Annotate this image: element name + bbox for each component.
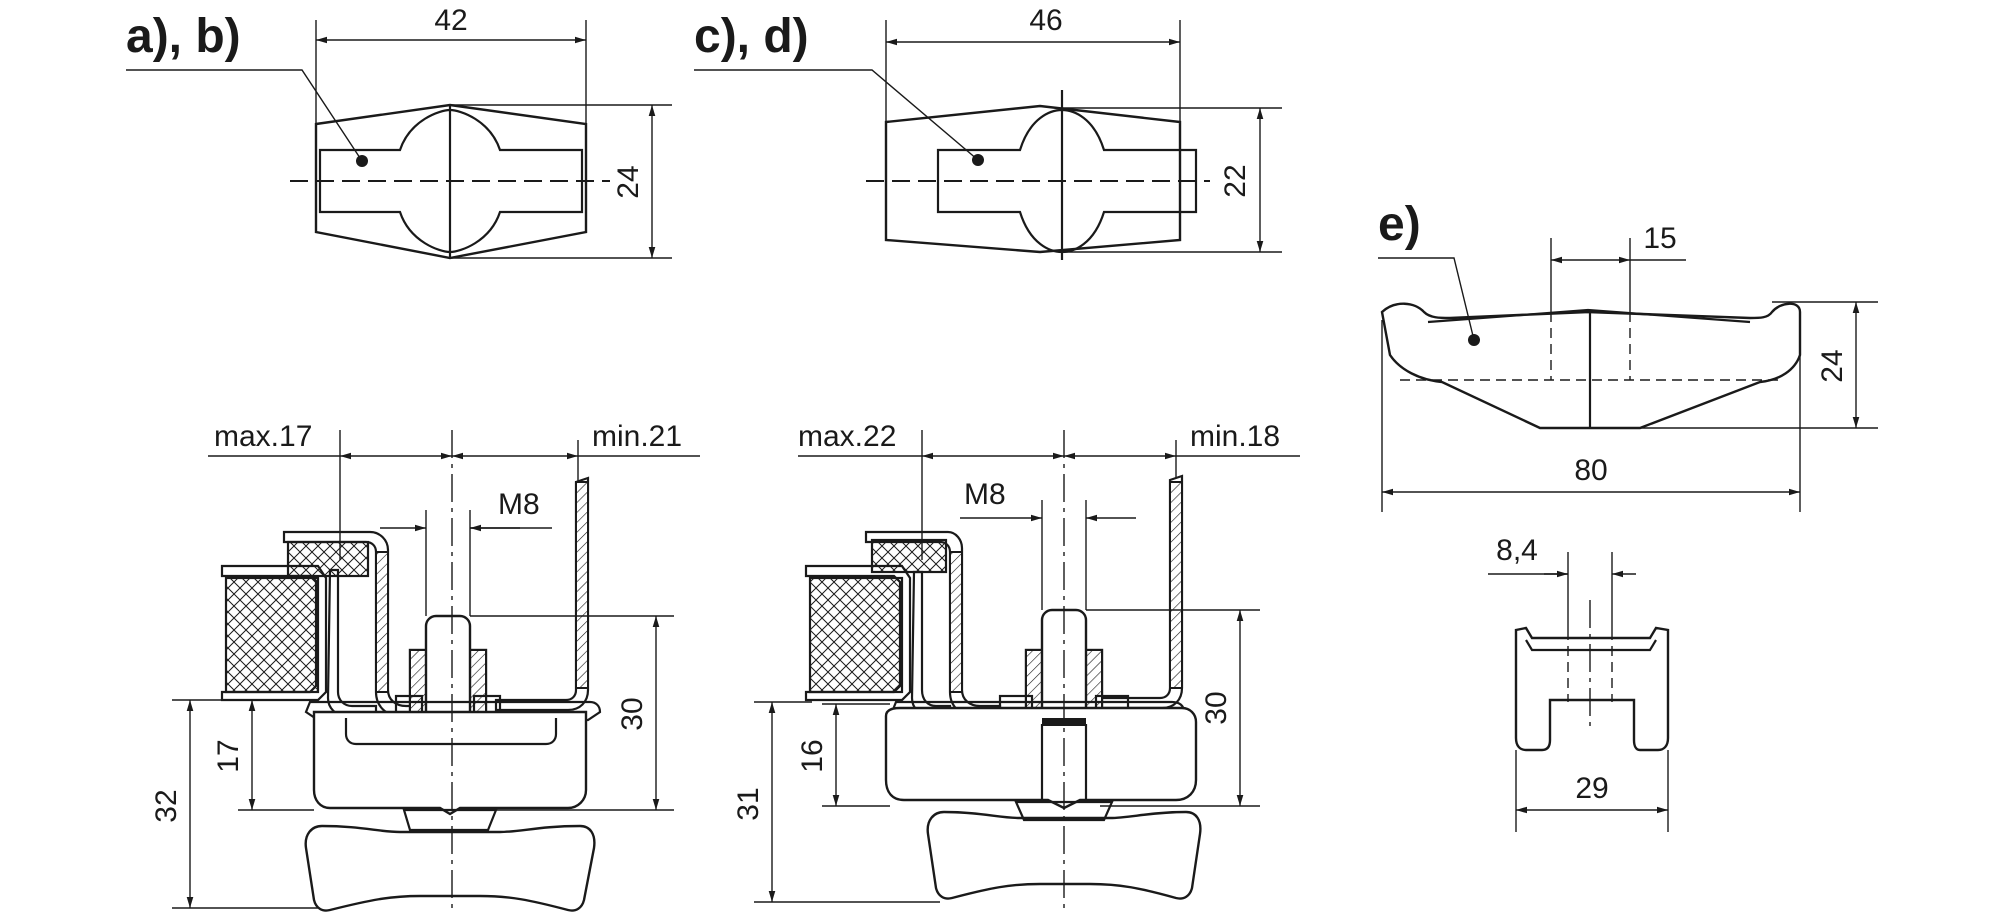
knob-core-cd	[936, 108, 1198, 254]
handle-left	[304, 824, 596, 912]
detail-e-end: 8,4 29	[1488, 534, 1670, 832]
section-middle: max.22 min.18 M8 30 16 31	[732, 420, 1300, 910]
section-left: max.17 min.21 M8 30 17 32	[150, 420, 700, 912]
dim-max-mid: max.22	[798, 420, 896, 453]
bolt-left	[424, 614, 472, 726]
dim-30-mid: 30	[1200, 691, 1233, 724]
dim-30-left: 30	[616, 697, 649, 730]
label-ab: a), b)	[126, 10, 241, 63]
label-e: e)	[1378, 198, 1421, 251]
dim-17-left: 17	[212, 739, 245, 772]
dim-31-mid: 31	[732, 787, 765, 820]
label-cd: c), d)	[694, 10, 809, 63]
view-ab: 42 24 a), b)	[126, 4, 672, 260]
insulation-top-mid	[870, 538, 948, 574]
insulation-top-left	[286, 540, 370, 578]
dim-min-mid: min.18	[1190, 420, 1280, 453]
dim-width-cd: 46	[1029, 4, 1062, 37]
dim-width-detail-e: 29	[1575, 772, 1608, 805]
knob-left	[312, 710, 588, 816]
handle-mid	[926, 810, 1202, 900]
dim-offset-e: 15	[1643, 222, 1676, 255]
view-cd: 46 22 c), d)	[694, 4, 1282, 260]
dim-max-left: max.17	[214, 420, 312, 453]
dim-height-cd: 22	[1219, 164, 1252, 197]
knob-body-cd	[884, 104, 1182, 254]
knob-core-ab	[318, 108, 584, 254]
dim-32-left: 32	[150, 789, 183, 822]
dim-width-ab: 42	[434, 4, 467, 37]
view-e: 15 24 80 e)	[1378, 198, 1878, 512]
insulation-block-left	[224, 576, 320, 694]
dim-slot-e: 8,4	[1496, 534, 1538, 567]
insulation-block-mid	[808, 576, 904, 694]
dim-16-mid: 16	[796, 739, 829, 772]
clamp-end-profile	[1514, 626, 1670, 752]
dim-thread-mid: M8	[964, 478, 1006, 511]
dim-height-ab: 24	[612, 165, 645, 198]
dim-min-left: min.21	[592, 420, 682, 453]
dim-height-e: 24	[1816, 349, 1849, 382]
dim-thread-left: M8	[498, 488, 540, 521]
dim-length-e: 80	[1574, 454, 1607, 487]
